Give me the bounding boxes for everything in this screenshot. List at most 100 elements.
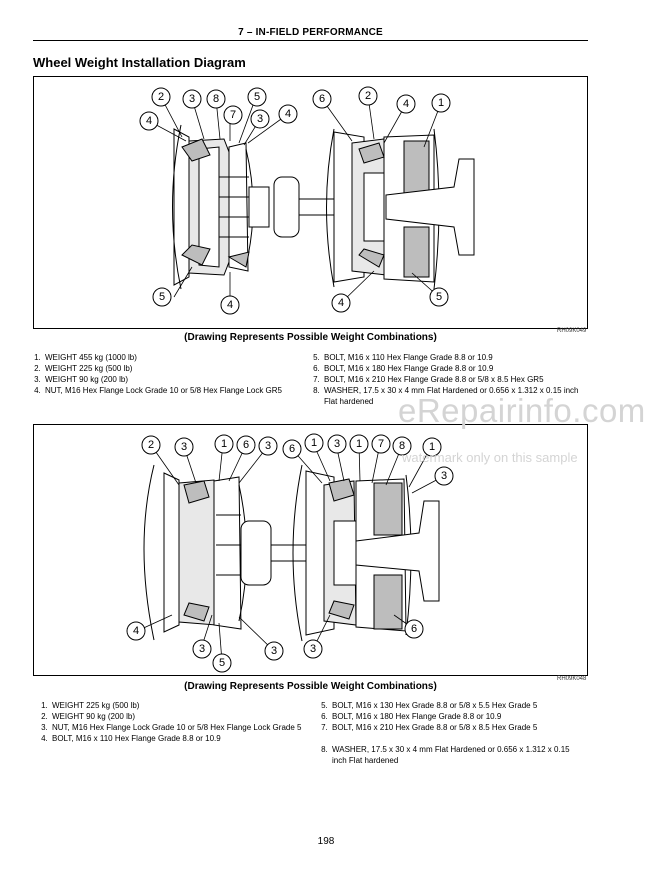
svg-text:4: 4: [338, 297, 344, 309]
figure-1-ref-code: RH09K049: [557, 328, 587, 334]
callout-4b: 4: [278, 104, 298, 124]
svg-text:3: 3: [310, 643, 316, 655]
svg-text:5: 5: [159, 291, 165, 303]
watermark-logo: eRepairinfo.com: [398, 392, 646, 429]
legend-item: BOLT, M16 x 130 Hex Grade 8.8 or 5/8 x 5…: [330, 700, 585, 711]
callout-4e: 4: [331, 293, 351, 313]
callout-3e: 3: [192, 639, 212, 659]
legend-item: BOLT, M16 x 210 Hex Grade 8.8 or 5/8 x 8…: [330, 722, 585, 733]
svg-text:1: 1: [438, 97, 444, 109]
svg-text:6: 6: [411, 623, 417, 635]
wheel-weight-drawing-2: 2 3 1 6 3 6 1 3 1 7 8 1 3 4 3 5 3 3 6: [126, 433, 454, 673]
callout-5c: 5: [429, 287, 449, 307]
svg-text:8: 8: [213, 93, 219, 105]
callout-2b: 2: [358, 86, 378, 106]
header-rule: [33, 40, 588, 41]
svg-text:3: 3: [441, 470, 447, 482]
legend-item: BOLT, M16 x 110 Hex Flange Grade 8.8 or …: [322, 352, 587, 363]
callout-3b: 3: [258, 436, 278, 456]
callout-2: 2: [151, 87, 171, 107]
figure-2-legend-left: WEIGHT 225 kg (500 lb) WEIGHT 90 kg (200…: [30, 700, 305, 744]
svg-text:7: 7: [230, 109, 236, 121]
figure-1-legend-left: WEIGHT 455 kg (1000 lb) WEIGHT 225 kg (5…: [23, 352, 298, 396]
svg-text:2: 2: [365, 90, 371, 102]
svg-text:1: 1: [429, 441, 435, 453]
callout-3b: 3: [250, 109, 270, 129]
section-title: 7 – IN-FIELD PERFORMANCE: [238, 27, 383, 38]
svg-text:2: 2: [148, 439, 154, 451]
svg-text:6: 6: [319, 93, 325, 105]
svg-text:5: 5: [254, 91, 260, 103]
legend-item: BOLT, M16 x 210 Hex Flange Grade 8.8 or …: [322, 374, 587, 385]
svg-text:1: 1: [356, 438, 362, 450]
callout-1d: 1: [422, 437, 442, 457]
svg-text:4: 4: [227, 299, 233, 311]
legend-item: BOLT, M16 x 110 Hex Flange Grade 8.8 or …: [50, 733, 305, 744]
callout-6: 6: [236, 435, 256, 455]
callout-1b: 1: [304, 433, 324, 453]
callout-3c: 3: [327, 434, 347, 454]
callout-4: 4: [139, 111, 159, 131]
figure-2-ref-code: RH09K048: [557, 676, 587, 682]
svg-text:3: 3: [199, 643, 205, 655]
callout-1c: 1: [349, 434, 369, 454]
callout-5: 5: [247, 87, 267, 107]
svg-text:3: 3: [257, 113, 263, 125]
figure-2-callouts: 2 3 1 6 3 6 1 3 1 7 8 1 3 4 3 5 3 3 6: [126, 433, 454, 673]
svg-text:3: 3: [271, 645, 277, 657]
callout-4d: 4: [396, 94, 416, 114]
svg-text:2: 2: [158, 91, 164, 103]
callout-1: 1: [431, 93, 451, 113]
left-wheel-assembly-2: [143, 464, 272, 641]
svg-text:4: 4: [403, 98, 409, 110]
callout-3: 3: [182, 89, 202, 109]
legend-item: BOLT, M16 x 180 Hex Flange Grade 8.8 or …: [330, 711, 585, 722]
figure-2-caption: (Drawing Represents Possible Weight Comb…: [184, 681, 437, 692]
legend-item: NUT, M16 Hex Flange Lock Grade 10 or 5/8…: [50, 722, 305, 733]
right-wheel-assembly-2: [292, 464, 440, 642]
svg-text:3: 3: [189, 93, 195, 105]
svg-text:1: 1: [221, 438, 227, 450]
callout-6: 6: [312, 89, 332, 109]
watermark-note: watermark only on this sample: [402, 450, 578, 465]
callout-8: 8: [206, 89, 226, 109]
callout-5b: 5: [152, 287, 172, 307]
svg-text:3: 3: [181, 441, 187, 453]
svg-text:3: 3: [334, 438, 340, 450]
right-wheel-assembly: [326, 128, 475, 290]
page-number: 198: [317, 836, 335, 847]
legend-item: WEIGHT 90 kg (200 lb): [50, 711, 305, 722]
callout-7: 7: [371, 434, 391, 454]
svg-text:4: 4: [133, 625, 139, 637]
svg-text:8: 8: [399, 440, 405, 452]
callout-8: 8: [392, 436, 412, 456]
svg-text:3: 3: [265, 440, 271, 452]
callout-3: 3: [174, 437, 194, 457]
figure-1-caption: (Drawing Represents Possible Weight Comb…: [184, 332, 437, 343]
svg-text:4: 4: [146, 115, 152, 127]
legend-item: WASHER, 17.5 x 30 x 4 mm Flat Hardened o…: [330, 744, 585, 766]
callout-2: 2: [141, 435, 161, 455]
legend-item: WEIGHT 225 kg (500 lb): [43, 363, 298, 374]
legend-item: NUT, M16 Hex Flange Lock Grade 10 or 5/8…: [43, 385, 298, 396]
callout-6c: 6: [404, 619, 424, 639]
figure-2-diagram: 2 3 1 6 3 6 1 3 1 7 8 1 3 4 3 5 3 3 6: [33, 424, 588, 676]
svg-text:5: 5: [219, 657, 225, 669]
figure-1-callouts: 2 3 8 7 5 3 4 4 5 4 6 2 4 1 4 5: [139, 86, 451, 315]
left-wheel-assembly: [172, 124, 300, 290]
legend-item: BOLT, M16 x 180 Hex Flange Grade 8.8 or …: [322, 363, 587, 374]
legend-item: WEIGHT 225 kg (500 lb): [50, 700, 305, 711]
svg-text:6: 6: [243, 439, 249, 451]
page-heading: Wheel Weight Installation Diagram: [33, 55, 246, 70]
legend-item: WEIGHT 90 kg (200 lb): [43, 374, 298, 385]
figure-1-diagram: 2 3 8 7 5 3 4 4 5 4 6 2 4 1 4 5: [33, 76, 588, 329]
callout-3g: 3: [303, 639, 323, 659]
wheel-weight-drawing-1: 2 3 8 7 5 3 4 4 5 4 6 2 4 1 4 5: [139, 86, 475, 315]
callout-7: 7: [223, 105, 243, 125]
figure-2-legend-right: BOLT, M16 x 130 Hex Grade 8.8 or 5/8 x 5…: [310, 700, 585, 766]
callout-4c: 4: [220, 295, 240, 315]
callout-5: 5: [212, 653, 232, 673]
callout-3f: 3: [264, 641, 284, 661]
callout-1: 1: [214, 434, 234, 454]
svg-text:7: 7: [378, 438, 384, 450]
